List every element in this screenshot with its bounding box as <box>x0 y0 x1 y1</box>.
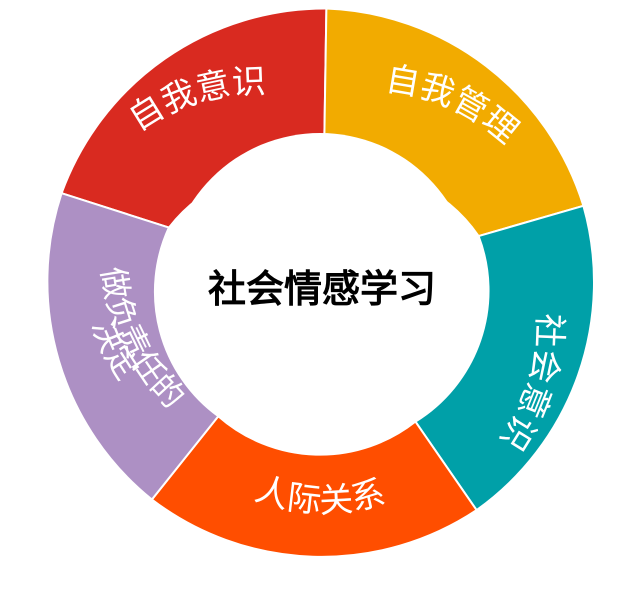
center-label: 社会情感学习 <box>208 267 436 311</box>
center-disc <box>167 133 473 439</box>
segment-responsible-decision-making <box>46 191 220 501</box>
